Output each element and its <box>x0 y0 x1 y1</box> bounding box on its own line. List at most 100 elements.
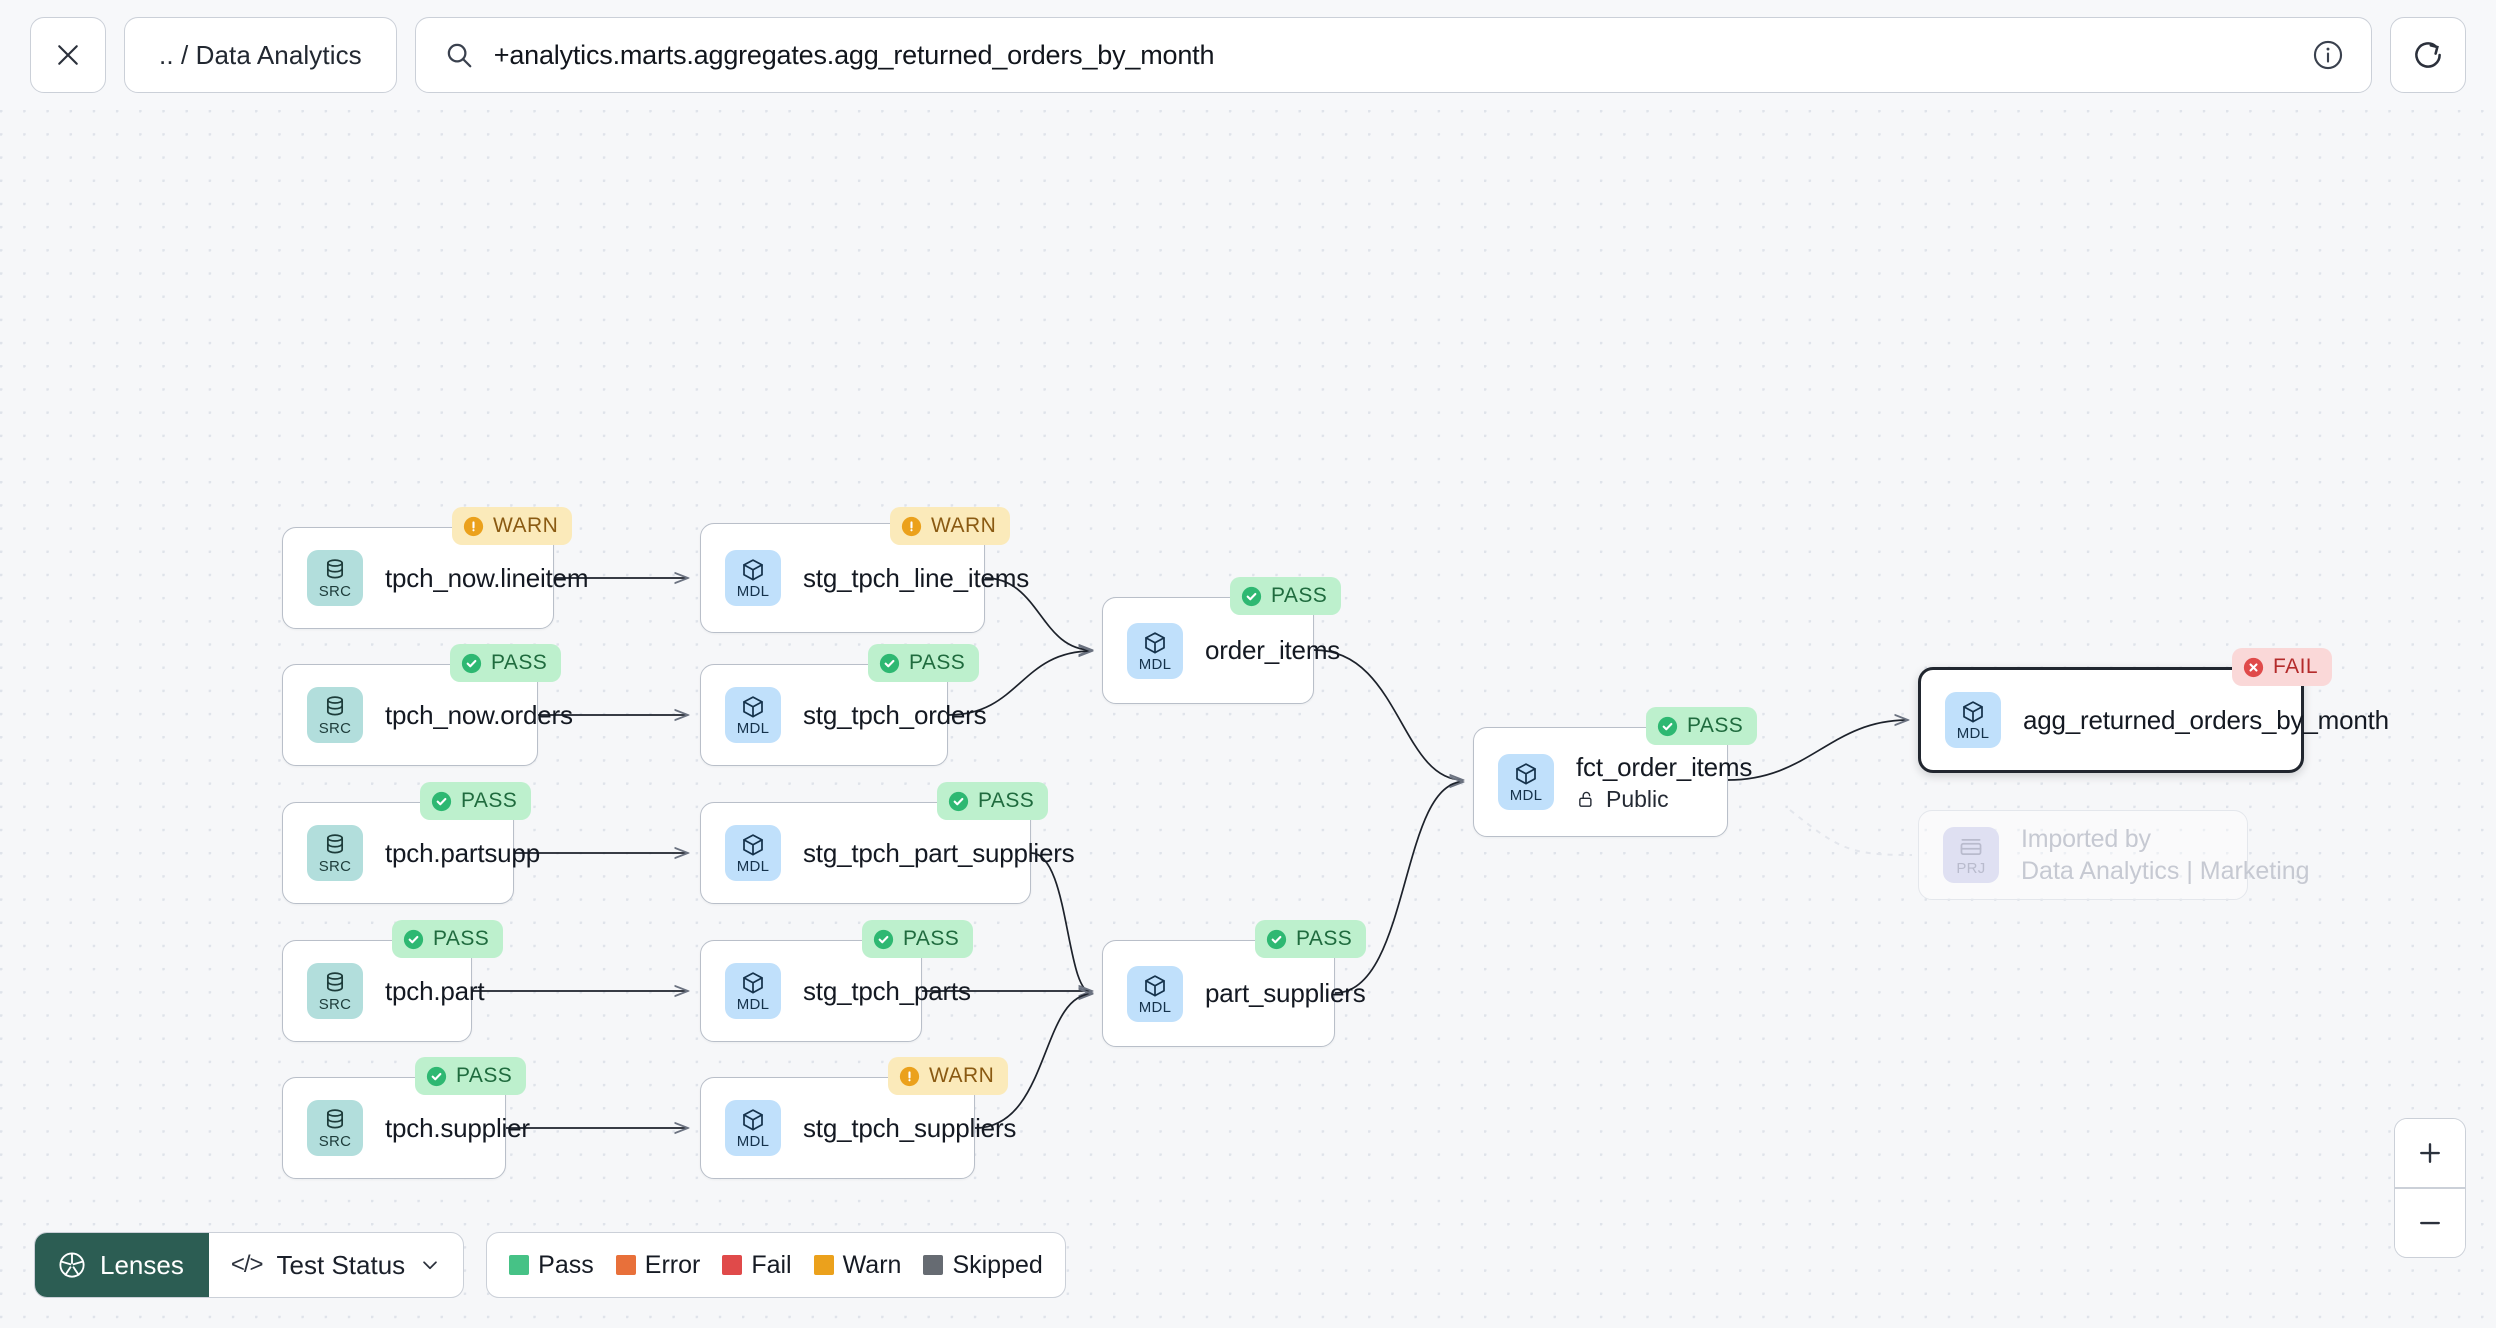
node-title: part_suppliers <box>1205 978 1366 1008</box>
breadcrumb[interactable]: .. / Data Analytics <box>124 17 397 93</box>
legend-swatch <box>923 1255 944 1275</box>
bottom-toolbar: Lenses </> Test Status Pass Error Fail Warn… <box>34 1232 1066 1298</box>
edge-stg_tpch_orders-to-order_items <box>947 651 1092 716</box>
node-body: tpch_now.lineitem <box>385 562 589 594</box>
node-kind-label: MDL <box>1509 787 1543 804</box>
lineage-canvas[interactable]: SRC tpch_now.lineitem WARN MDL stg_tpch_lin… <box>0 110 2496 1328</box>
status-badge-label: PASS <box>491 651 548 674</box>
graph-node-stg_tpch_line_items[interactable]: MDL stg_tpch_line_items <box>700 523 1029 633</box>
node-title: tpch.partsupp <box>385 837 540 868</box>
search-icon <box>447 43 472 68</box>
node-kind-badge-mdl: MDL <box>725 1100 781 1156</box>
node-kind-badge-mdl: MDL <box>1127 965 1183 1022</box>
node-title: tpch_now.lineitem <box>385 562 589 593</box>
unlock-icon <box>1579 791 1592 807</box>
status-badge-pass: PASS <box>937 782 1049 820</box>
top-toolbar: .. / Data Analytics <box>0 0 2496 110</box>
check-circle-icon <box>873 929 894 949</box>
breadcrumb-label: .. / Data Analytics <box>159 39 362 70</box>
node-kind-badge-mdl: MDL <box>725 687 781 743</box>
chevron-down-icon <box>423 1261 438 1270</box>
status-badge-label: PASS <box>433 927 490 950</box>
node-kind-badge-src: SRC <box>307 825 363 881</box>
cube-icon <box>743 972 763 994</box>
alert-circle-icon <box>463 516 484 536</box>
node-kind-label: MDL <box>736 996 770 1013</box>
info-icon[interactable] <box>2311 38 2345 72</box>
database-icon <box>326 972 344 992</box>
legend-item-warn[interactable]: Warn <box>813 1250 902 1280</box>
node-body: tpch.supplier <box>385 1113 530 1144</box>
node-kind-badge-mdl: MDL <box>1945 692 2001 748</box>
node-kind-badge-src: SRC <box>307 963 363 1019</box>
minus-icon <box>2420 1221 2440 1225</box>
legend-label: Pass <box>538 1250 594 1279</box>
node-subtitle-label: Public <box>1606 785 1669 812</box>
status-badge-fail: FAIL <box>2232 648 2332 686</box>
legend-label: Warn <box>842 1250 902 1279</box>
edges <box>472 578 1908 1128</box>
close-icon <box>58 45 78 65</box>
check-circle-icon <box>1266 929 1287 949</box>
legend-item-fail[interactable]: Fail <box>722 1251 792 1280</box>
zoom-out-button[interactable] <box>2395 1189 2465 1257</box>
close-button[interactable] <box>30 17 106 93</box>
status-badge-warn: WARN <box>890 507 1011 545</box>
search-bar[interactable] <box>414 17 2372 93</box>
test-status-dropdown[interactable]: </> Test Status <box>209 1233 463 1297</box>
graph-node-stg_tpch_orders[interactable]: MDL stg_tpch_orders <box>700 664 987 766</box>
status-badge-pass: PASS <box>415 1057 527 1095</box>
cube-icon <box>1963 701 1983 723</box>
zoom-in-button[interactable] <box>2395 1119 2465 1188</box>
legend-item-error[interactable]: Error <box>615 1251 700 1280</box>
status-legend: Pass Error Fail Warn Skipped <box>486 1232 1066 1298</box>
node-kind-badge-src: SRC <box>307 550 363 606</box>
status-badge-label: PASS <box>978 789 1035 812</box>
check-circle-icon <box>879 653 900 673</box>
node-body: tpch.partsupp <box>385 837 540 869</box>
node-kind-badge-mdl: MDL <box>725 550 781 606</box>
node-kind-label: MDL <box>1138 998 1172 1016</box>
check-circle-icon <box>431 791 452 811</box>
node-title: agg_returned_orders_by_month <box>2023 704 2389 735</box>
ghost-edge <box>1789 809 1913 856</box>
check-circle-icon <box>403 929 424 949</box>
legend-item-skipped[interactable]: Skipped <box>923 1251 1043 1280</box>
search-input[interactable] <box>493 39 2291 71</box>
refresh-button[interactable] <box>2390 17 2466 93</box>
database-icon <box>326 696 344 716</box>
lenses-button[interactable]: Lenses <box>35 1233 209 1297</box>
node-kind-badge-mdl: MDL <box>1127 622 1183 679</box>
legend-item-pass[interactable]: Pass <box>509 1251 594 1280</box>
edge-part_suppliers-to-fct_order_items <box>1334 782 1463 994</box>
status-badge-label: PASS <box>456 1064 513 1087</box>
zoom-controls <box>2394 1118 2466 1258</box>
node-body: stg_tpch_part_suppliers <box>803 838 1075 869</box>
graph-node-part_suppliers[interactable]: MDL part_suppliers <box>1102 940 1366 1047</box>
edge-order_items-to-fct_order_items <box>1313 649 1463 780</box>
legend-swatch <box>722 1255 743 1275</box>
status-badge-label: PASS <box>1271 584 1328 607</box>
cube-icon <box>743 834 763 856</box>
plus-icon <box>2420 1143 2440 1164</box>
status-badge-pass: PASS <box>1255 920 1367 958</box>
status-badge-pass: PASS <box>1646 707 1758 745</box>
edge-fct_order_items-to-agg_returned_orders_by_month <box>1727 720 1908 781</box>
node-body: stg_tpch_line_items <box>803 562 1029 594</box>
graph-node-order_items[interactable]: MDL order_items <box>1102 597 1340 704</box>
legend-swatch <box>509 1255 530 1275</box>
node-title: stg_tpch_line_items <box>803 562 1029 593</box>
status-badge-label: PASS <box>461 789 518 812</box>
node-body: order_items <box>1205 635 1340 666</box>
status-badge-pass: PASS <box>1230 577 1342 615</box>
node-title: stg_tpch_orders <box>803 699 987 730</box>
refresh-icon <box>2415 42 2441 68</box>
check-circle-icon <box>461 653 482 673</box>
